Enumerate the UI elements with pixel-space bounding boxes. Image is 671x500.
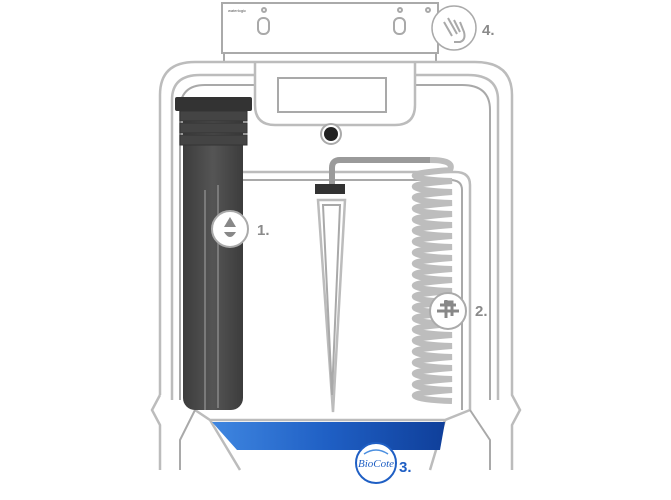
biocote-logo: BioCote: [358, 458, 394, 470]
coiled-pipe: [329, 157, 454, 404]
callout-4: 4.: [431, 5, 495, 51]
filter-cartridge: [175, 97, 252, 410]
display-screen: [277, 77, 387, 113]
callout-label-1: 1.: [257, 222, 270, 239]
dispense-button: [324, 127, 338, 141]
dispenser-head: [253, 62, 417, 145]
callout-label-3: 3.: [399, 459, 412, 476]
nozzle: [315, 184, 345, 194]
callout-2: 2.: [429, 292, 488, 330]
tap-icon: [437, 300, 459, 318]
callout-3: BioCote 3.: [355, 442, 412, 484]
brand-logo: waterlogic: [228, 8, 246, 13]
hands-icon: [443, 17, 466, 43]
wall-panel: waterlogic: [221, 2, 439, 62]
callout-label-4: 4.: [482, 22, 495, 39]
water-stream: [316, 198, 347, 413]
water-drop-icon: [221, 217, 239, 237]
drip-tray: [212, 422, 445, 450]
callout-label-2: 2.: [475, 303, 488, 320]
callout-1: 1.: [211, 210, 270, 248]
